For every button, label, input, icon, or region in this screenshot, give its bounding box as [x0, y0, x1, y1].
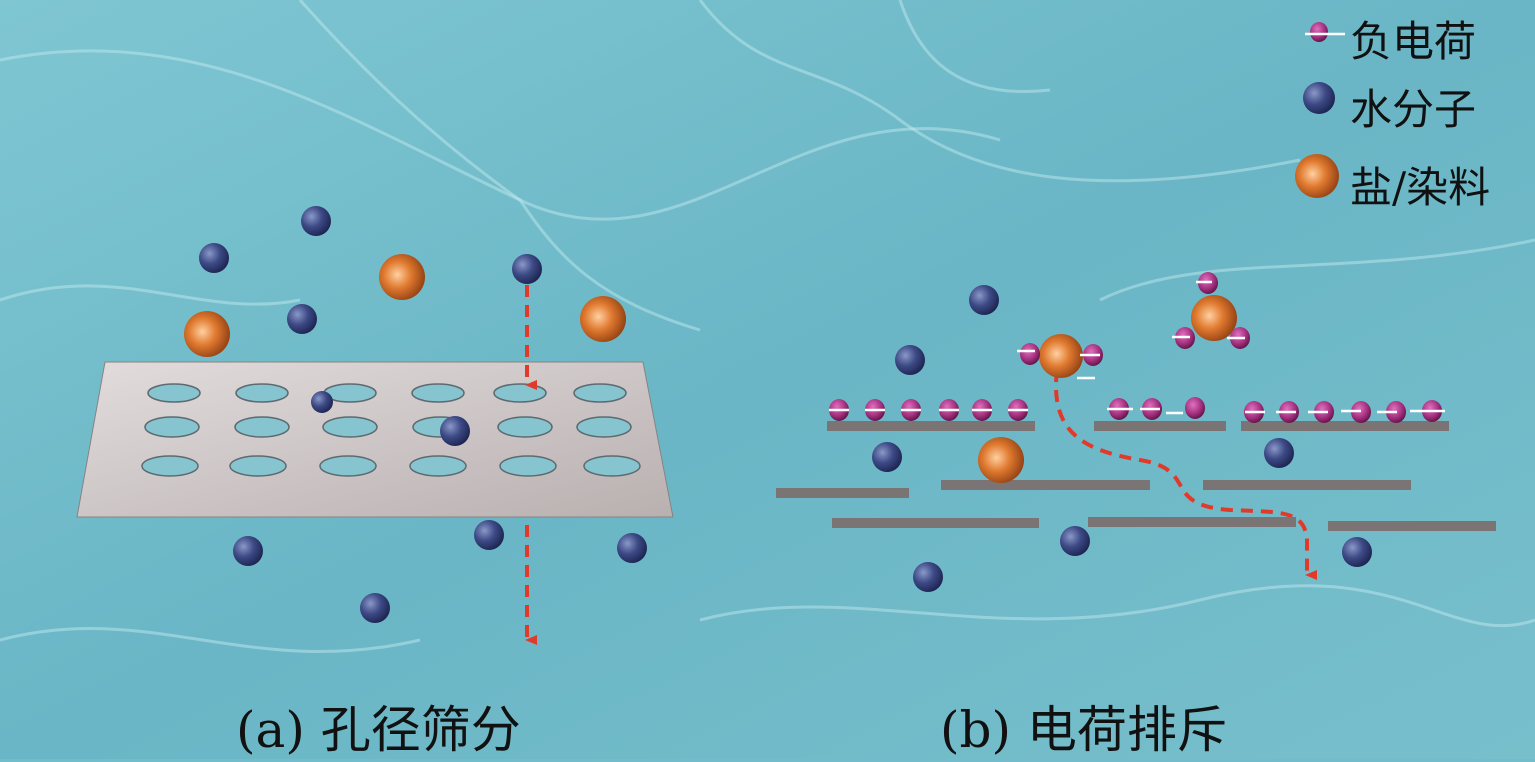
legend-negative-charge: 负电荷 [1350, 17, 1477, 66]
legend-water-molecule: 水分子 [1350, 85, 1477, 134]
caption-pore-sieving: (a) 孔径筛分 [236, 701, 521, 759]
flow-arrows [525, 285, 1317, 645]
membrane-pores [141, 383, 641, 477]
negative-charges [829, 22, 1445, 423]
salt-dye-particles [184, 154, 1339, 483]
membrane-layers [776, 421, 1496, 531]
caustic-lines [0, 0, 1535, 653]
water-molecules [199, 82, 1372, 623]
legend-salt-dye: 盐/染料 [1350, 163, 1491, 212]
caption-charge-repulsion: (b) 电荷排斥 [940, 701, 1227, 759]
